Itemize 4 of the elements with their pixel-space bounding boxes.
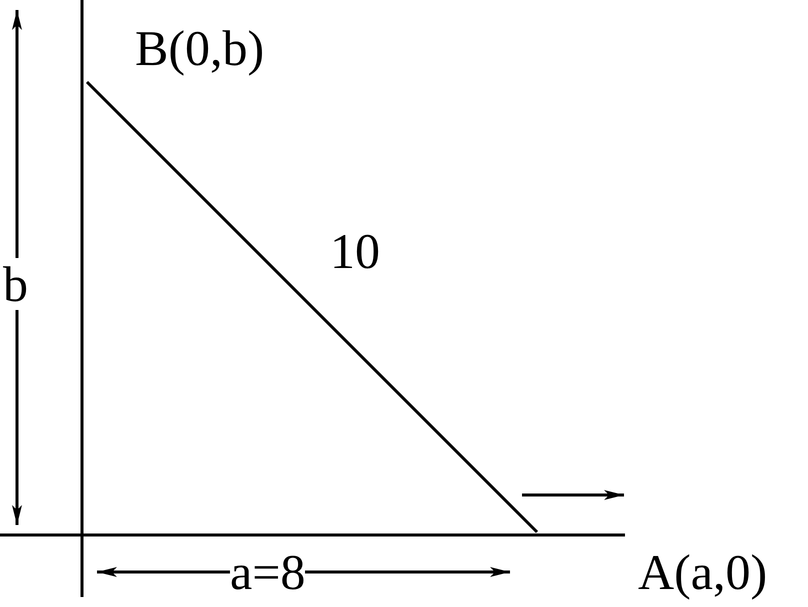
dimension-label: b	[3, 258, 28, 310]
point-label: A(a,0)	[638, 546, 768, 598]
point-label: B(0,b)	[135, 22, 264, 74]
length-label: 10	[330, 225, 380, 277]
